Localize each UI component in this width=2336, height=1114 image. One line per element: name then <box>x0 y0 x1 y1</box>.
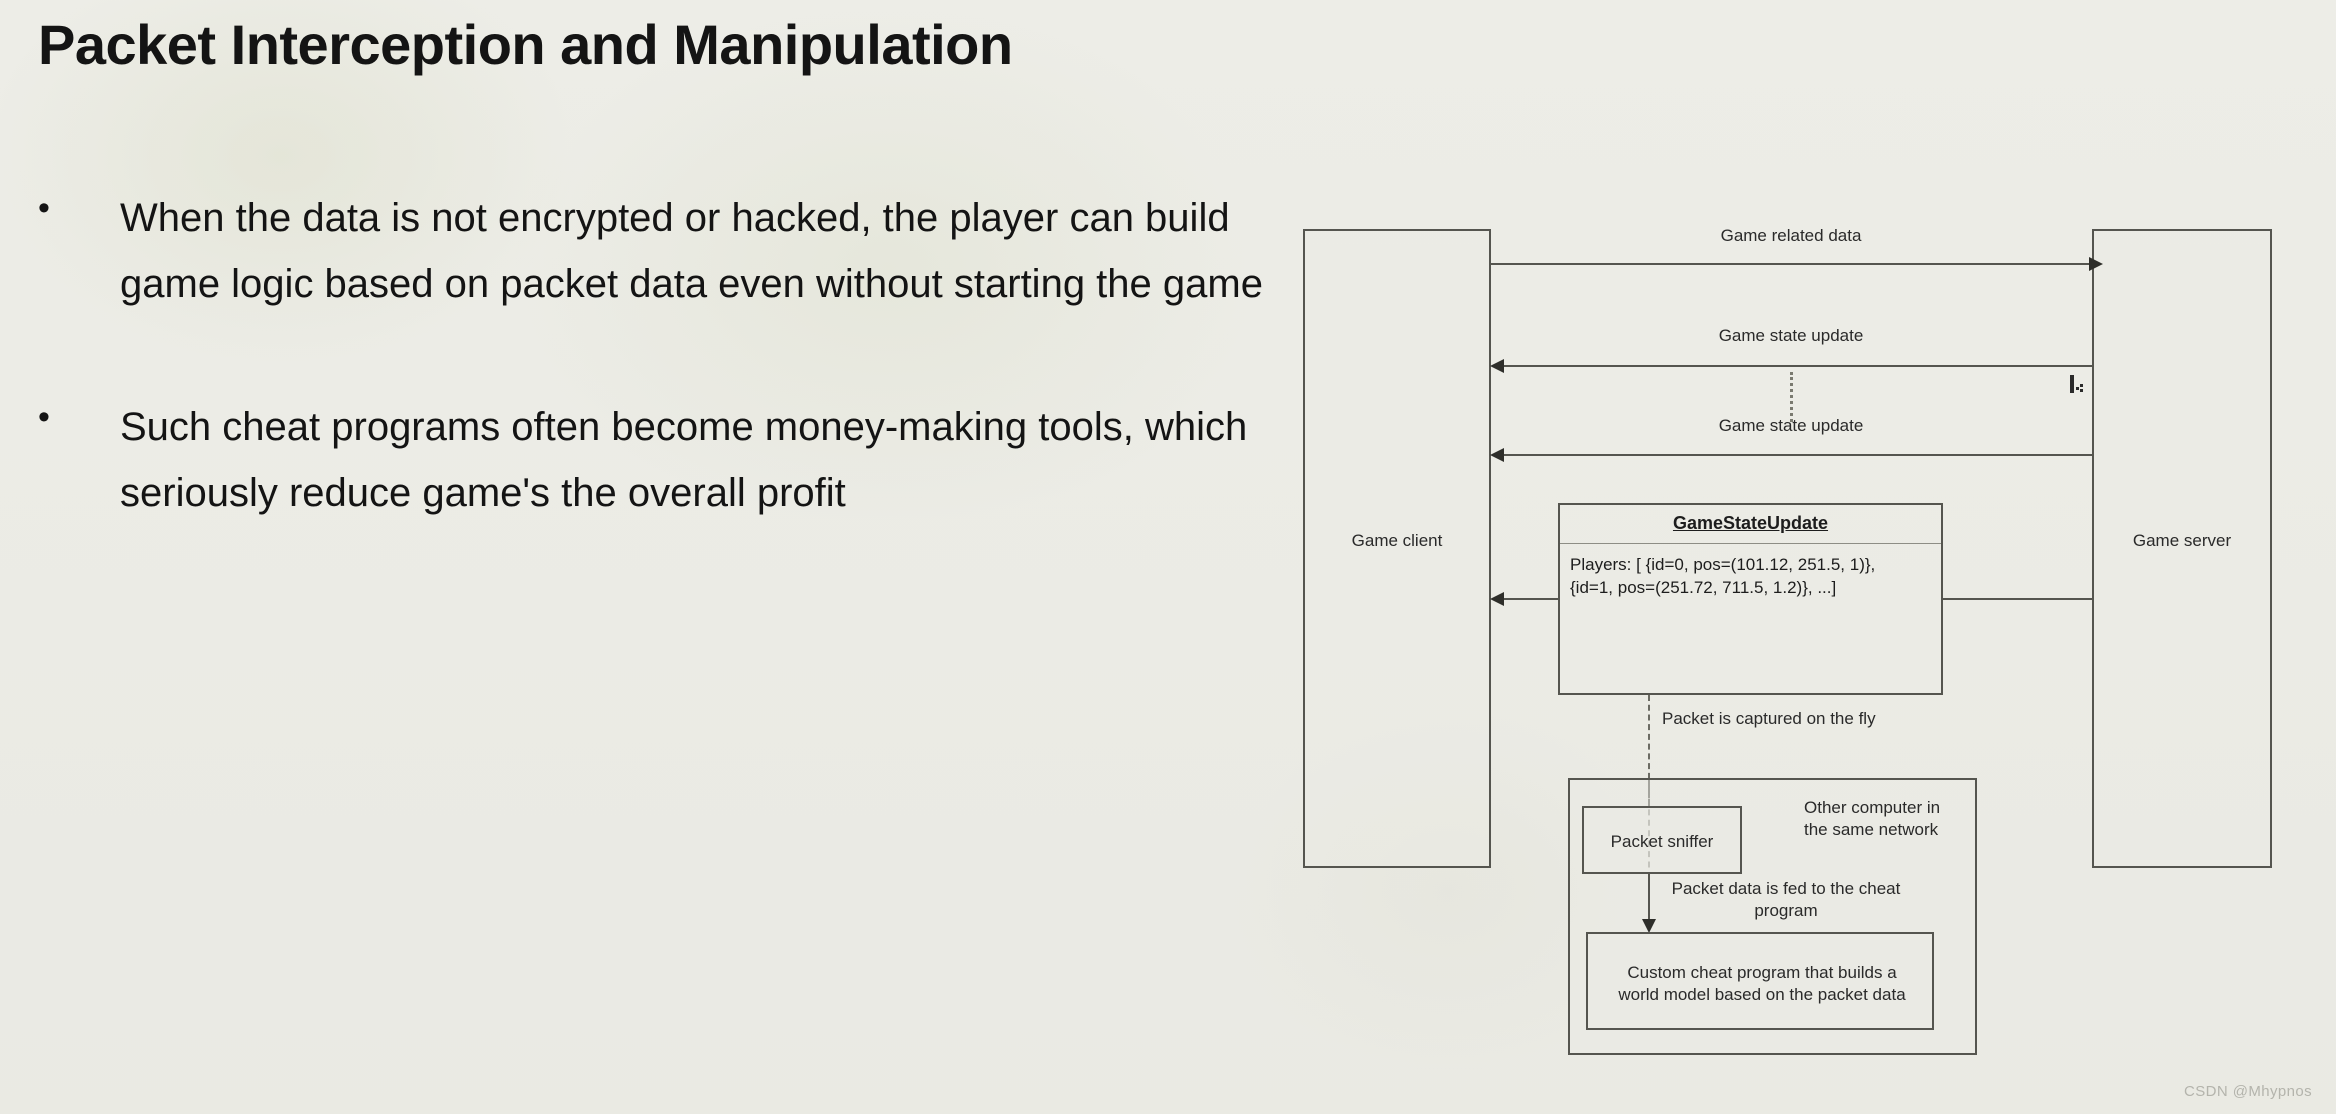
ellipsis-marker-icon <box>1790 372 1793 422</box>
packet-capture-dashed-line-lower <box>1648 778 1650 878</box>
game-server-lifeline-box: Game server <box>2092 229 2272 868</box>
message-arrow-line-2 <box>1503 365 2093 367</box>
packet-feed-label-line1: Packet data is fed to the cheat <box>1671 879 1901 898</box>
bullet-list: • When the data is not encrypted or hack… <box>38 185 1268 603</box>
packet-box-body-line1: Players: [ {id=0, pos=(101.12, 251.5, 1)… <box>1570 555 1876 574</box>
game-client-lifeline-box: Game client <box>1303 229 1491 868</box>
arrow-head-left-icon <box>1490 448 1504 462</box>
other-computer-label-line1: Other computer in <box>1804 798 1941 817</box>
message-arrow-line-1 <box>1491 263 2098 265</box>
list-item: • Such cheat programs often become money… <box>38 394 1268 527</box>
packet-box-body-line2: {id=1, pos=(251.72, 711.5, 1.2)}, ...] <box>1570 578 1837 598</box>
game-state-update-packet-box: GameStateUpdate Players: [ {id=0, pos=(1… <box>1558 503 1943 695</box>
cheat-program-label-line1: Custom cheat program that builds a <box>1627 963 1897 982</box>
sniffer-to-cheat-arrow-line <box>1648 874 1650 923</box>
arrow-head-right-icon <box>2089 257 2103 271</box>
message-arrow-line-3 <box>1503 454 2093 456</box>
packet-delivery-line-left <box>1503 598 1559 600</box>
game-client-label: Game client <box>1351 531 1443 550</box>
message-label-game-state-update-1: Game state update <box>1718 326 1864 345</box>
packet-box-title: GameStateUpdate <box>1560 505 1941 544</box>
game-server-label: Game server <box>2132 531 2232 550</box>
arrow-head-left-icon <box>1490 592 1504 606</box>
arrow-head-left-icon <box>1490 359 1504 373</box>
packet-sniffer-label: Packet sniffer <box>1610 832 1714 851</box>
bullet-text: Such cheat programs often become money-m… <box>120 404 1248 516</box>
packet-sniffer-box: Packet sniffer <box>1582 806 1742 874</box>
watermark: CSDN @Mhypnos <box>2184 1083 2312 1100</box>
bullet-marker-icon: • <box>38 189 50 227</box>
bullet-text: When the data is not encrypted or hacked… <box>120 196 1263 307</box>
packet-capture-dashed-line <box>1648 695 1650 808</box>
packet-feed-label: Packet data is fed to the cheat program <box>1666 878 1906 923</box>
list-item: • When the data is not encrypted or hack… <box>38 185 1268 318</box>
page-title: Packet Interception and Manipulation <box>38 13 1013 76</box>
other-computer-label-line2: the same network <box>1804 820 1939 840</box>
other-computer-label: Other computer in the same network <box>1804 797 1940 842</box>
packet-box-body: Players: [ {id=0, pos=(101.12, 251.5, 1)… <box>1560 544 1941 600</box>
arrow-head-down-icon <box>1642 919 1656 933</box>
sequence-diagram: Game client Game server Game related dat… <box>1296 210 2296 1080</box>
bullet-marker-icon: • <box>38 397 50 436</box>
packet-capture-label: Packet is captured on the fly <box>1662 709 1876 728</box>
cheat-program-box: Custom cheat program that builds a world… <box>1586 932 1934 1030</box>
packet-delivery-line-right <box>1943 598 2093 600</box>
message-label-game-related-data: Game related data <box>1720 226 1862 245</box>
other-computer-box <box>1568 778 1977 1055</box>
cheat-program-label: Custom cheat program that builds a world… <box>1588 962 1936 1007</box>
packet-feed-label-line2: program <box>1754 901 1818 921</box>
cheat-program-label-line2: world model based on the packet data <box>1618 985 1906 1005</box>
message-label-game-state-update-2: Game state update <box>1718 416 1864 435</box>
